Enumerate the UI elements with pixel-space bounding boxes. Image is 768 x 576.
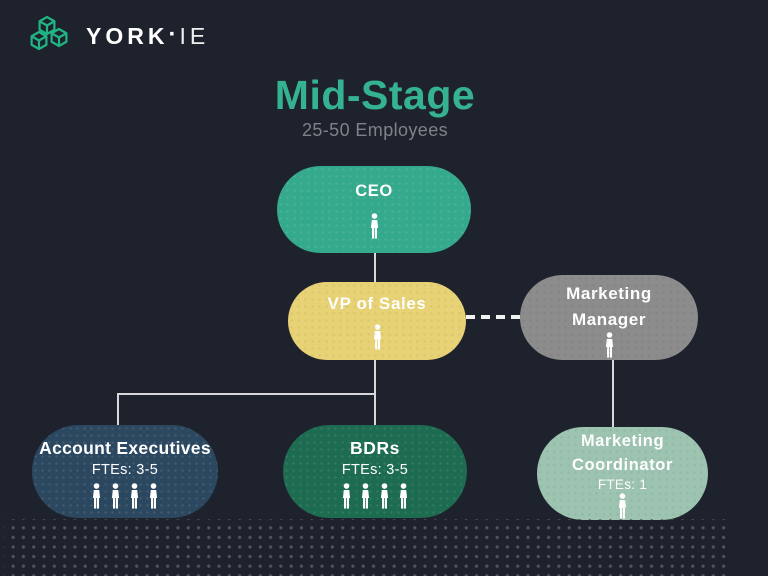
connector-vp-bdrs	[374, 359, 376, 425]
node-vp-of-sales: VP of Sales	[288, 282, 466, 360]
person-icon	[370, 213, 378, 240]
person-icon	[605, 332, 613, 358]
node-mc-people	[616, 493, 629, 519]
connector-branch-account-executives	[117, 393, 119, 425]
person-icon	[342, 483, 351, 509]
node-account-executives: Account Executives FTEs: 3-5	[32, 425, 218, 518]
brand-wordmark: YORK · IE	[86, 21, 209, 51]
person-icon	[361, 483, 370, 509]
connector-branch-horizontal	[117, 393, 376, 395]
node-marketing-manager: Marketing Manager	[520, 275, 698, 360]
decorative-dot-grid	[4, 519, 726, 576]
node-bdr-label: BDRs	[349, 437, 401, 458]
connector-mm-coordinator	[612, 359, 614, 427]
person-icon	[130, 483, 139, 509]
connector-dashed-vp-mm	[466, 315, 522, 319]
person-icon	[92, 483, 101, 509]
node-vp-label: VP of Sales	[327, 293, 427, 313]
node-marketing-coordinator: Marketing Coordinator FTEs: 1	[537, 427, 708, 520]
node-mc-fte: FTEs: 1	[597, 477, 648, 493]
node-bdr-people	[340, 483, 410, 509]
node-mc-label: Marketing Coordinator	[571, 431, 673, 474]
brand-secondary-text: IE	[179, 22, 210, 49]
node-ae-people	[90, 483, 160, 509]
person-icon	[399, 483, 408, 509]
page-title: Mid-Stage	[274, 72, 476, 118]
node-bdrs: BDRs FTEs: 3-5	[283, 425, 467, 518]
node-vp-people	[371, 324, 384, 350]
person-icon	[373, 324, 381, 350]
page-subtitle: 25-50 Employees	[301, 120, 449, 140]
brand-logo: YORK · IE	[26, 12, 209, 60]
yorkie-logo-icon	[30, 15, 68, 51]
brand-separator-dot: ·	[168, 21, 177, 48]
brand-primary-text: YORK	[86, 22, 169, 49]
person-icon	[618, 493, 627, 519]
node-ceo: CEO	[277, 166, 471, 253]
person-icon	[111, 483, 120, 509]
connector-ceo-vp	[374, 253, 376, 283]
node-ceo-label: CEO	[355, 181, 393, 200]
node-bdr-fte: FTEs: 3-5	[341, 462, 409, 479]
person-icon	[149, 483, 158, 509]
node-ceo-people	[368, 213, 381, 240]
node-ae-label: Account Executives	[39, 437, 211, 458]
person-icon	[380, 483, 389, 509]
node-mm-people	[603, 332, 616, 358]
node-ae-fte: FTEs: 3-5	[91, 462, 159, 479]
node-mm-label: Marketing Manager	[566, 284, 652, 329]
